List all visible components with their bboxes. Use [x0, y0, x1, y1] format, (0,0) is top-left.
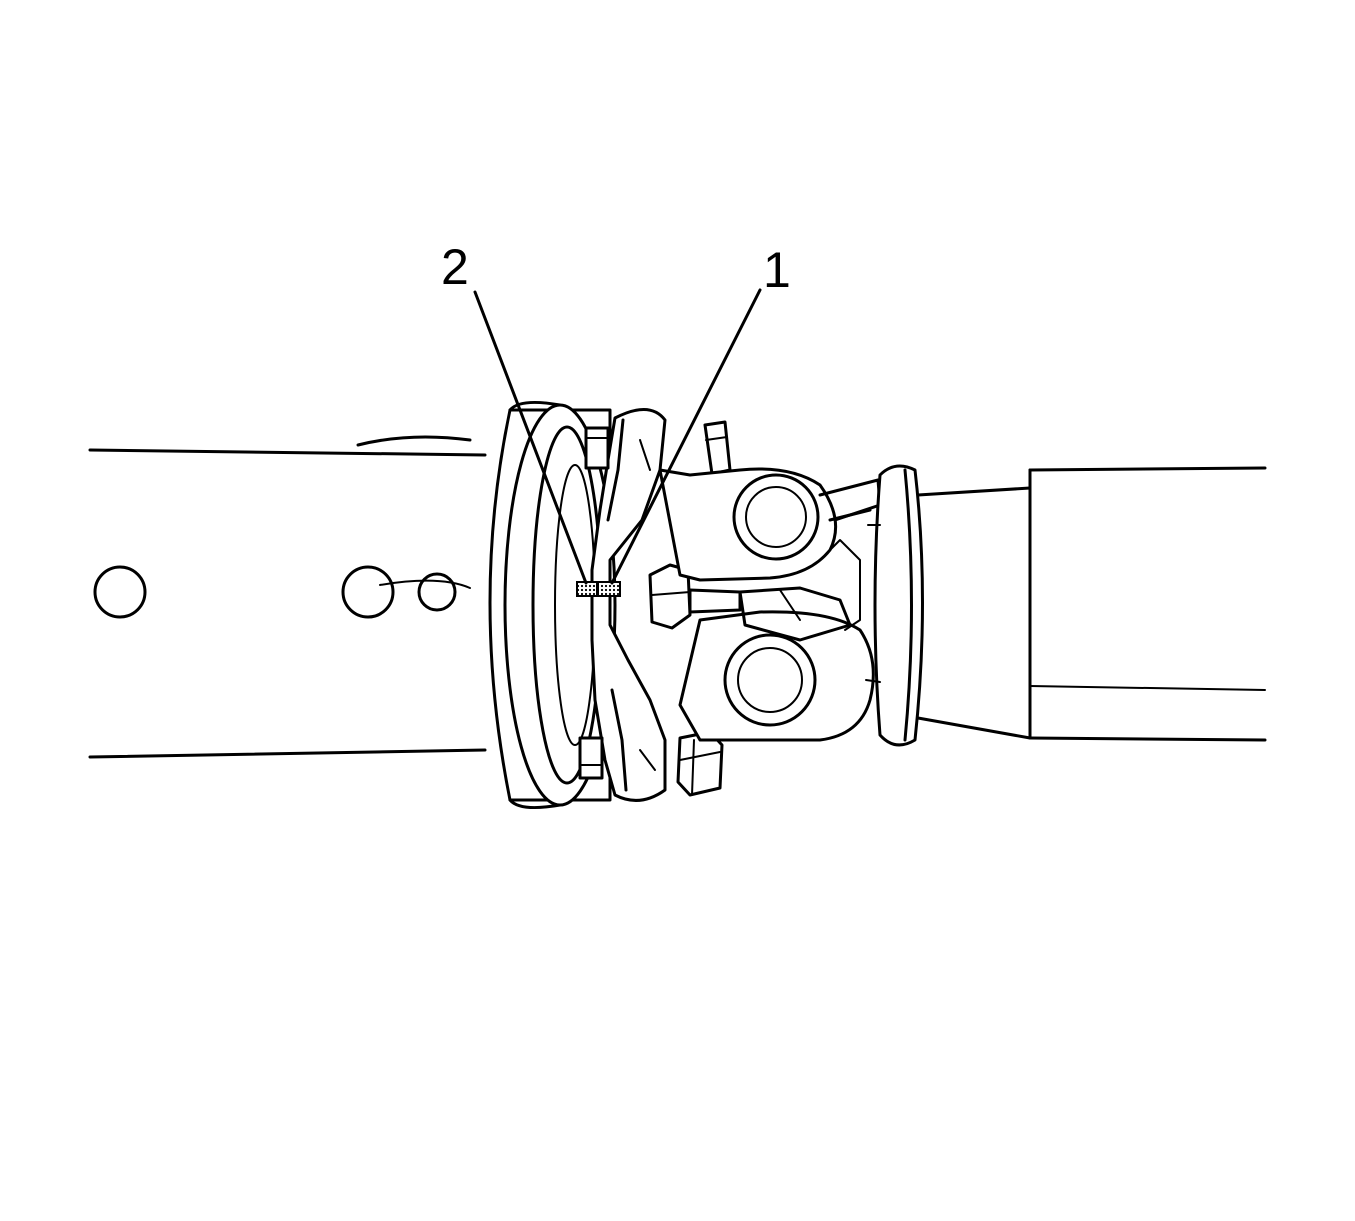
- left-shaft-tube: [88, 435, 487, 759]
- shaft-hole-1: [93, 565, 147, 619]
- bolt-top-left: [584, 426, 610, 470]
- bolt-top-right: [703, 420, 732, 476]
- shaft-hole-3: [417, 572, 457, 612]
- right-shaft-tube: [916, 466, 1267, 742]
- callout-2-leader: [473, 290, 588, 585]
- universal-joint: [658, 467, 882, 742]
- companion-flange: [488, 400, 617, 810]
- callout-1-leader: [610, 288, 762, 585]
- bolt-bottom-left: [578, 736, 604, 780]
- bolt-middle: [648, 563, 742, 630]
- slip-yoke-ring: [865, 464, 924, 747]
- shaft-hole-2: [341, 565, 395, 619]
- balance-weight-mark: [597, 581, 621, 597]
- callout-1-label: 1: [763, 242, 791, 298]
- callout-2-label: 2: [441, 239, 469, 295]
